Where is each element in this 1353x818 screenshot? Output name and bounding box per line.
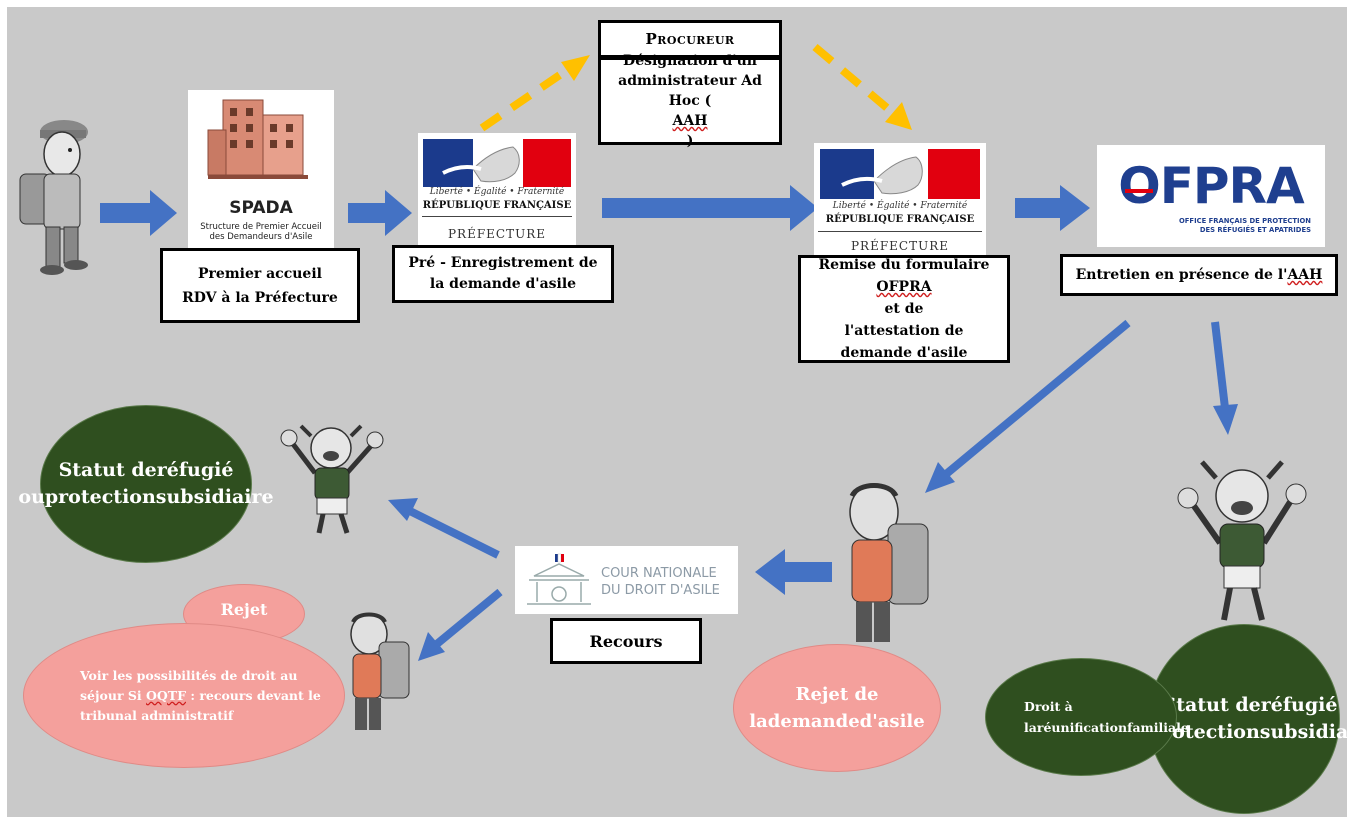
box-entretien: Entretien en présence de l'AAH: [1060, 254, 1338, 296]
procureur-title-text: Procureur: [645, 30, 735, 48]
voir-line-3-a: Si: [127, 687, 147, 703]
reunification-line-3: familiale: [1127, 720, 1189, 735]
rejet-demande-line-3: d'asile: [859, 711, 925, 732]
spada-logo: SPADA Structure de Premier Accueil des D…: [188, 90, 334, 250]
statut-right-line-4: subsidiaire: [1259, 721, 1353, 743]
prefecture-logo-1: Liberté • Égalité • Fraternité RÉPUBLIQU…: [418, 133, 576, 245]
entretien-text-b: AAH: [1287, 267, 1323, 283]
logo-divider-2: [818, 231, 982, 232]
prefecture-logo-2: Liberté • Égalité • Fraternité RÉPUBLIQU…: [814, 143, 986, 255]
cnda-logo-line-2: DU DROIT D'ASILE: [601, 583, 720, 598]
box-pre-enregistrement: Pré - Enregistrement de la demande d'asil…: [392, 245, 614, 303]
cnda-logo-line-1: COUR NATIONALE: [601, 566, 717, 581]
spada-logo-title: SPADA: [229, 198, 293, 218]
ofpra-logo: OFPRA OFFICE FRANÇAIS DE PROTECTION DES …: [1097, 145, 1325, 247]
statut-left-line-3: protection: [44, 486, 156, 508]
box-procureur-title: Procureur: [598, 20, 782, 58]
voir-line-3-b: OQTF: [146, 687, 186, 703]
voir-line-4: le tribunal administratif: [80, 687, 321, 723]
arrow-rejet-to-cnda: [755, 549, 832, 595]
ofpra-logo-wordmark: OFPRA: [1118, 157, 1305, 215]
procureur-line-3-a: Hoc (: [668, 93, 712, 109]
happy-child-illustration-right: [1177, 460, 1307, 621]
box-recours: Recours: [550, 618, 702, 664]
reunification-line-1: Droit à la: [1024, 699, 1073, 735]
box-premier-accueil-line-2: RDV à la Préfecture: [182, 289, 338, 306]
circle-rejet-demande: Rejet de lademanded'asile: [733, 644, 941, 772]
arrow-prefecture-to-ofpra: [1015, 185, 1090, 231]
circle-voir-possibilites: Voir les possibilités de droit au séjour…: [23, 623, 345, 768]
arrow-cnda-to-statut: [406, 506, 500, 559]
remise-line-3: l'attestation de: [844, 323, 964, 339]
statut-left-line-2: réfugié ou: [18, 459, 234, 508]
procureur-line-1: Désignation d'un: [623, 53, 757, 69]
statut-right-line-1: Statut de: [1162, 694, 1261, 716]
box-pre-enregistrement-line-2: la demande d'asile: [429, 276, 577, 292]
arrow-procureur-to-prefecture: [812, 43, 896, 117]
arrow-cnda-to-rejet: [429, 588, 503, 652]
ofpra-logo-red-bar: [1125, 189, 1153, 193]
box-procureur-designation: Désignation d'un administrateur Ad Hoc ( AA…: [598, 53, 782, 149]
prefecture-text-2: PRÉFECTURE: [850, 239, 950, 253]
logo-divider-1: [422, 216, 572, 217]
ofpra-logo-tagline-2: DES RÉFUGIÉS ET APATRIDES: [1199, 226, 1311, 234]
circle-reunification: Droit à laréunificationfamiliale: [985, 658, 1189, 776]
spada-logo-subtitle: Structure de Premier Accueil des Demande…: [200, 222, 322, 242]
box-pre-enregistrement-line-1: Pré - Enregistrement de: [408, 255, 598, 271]
procureur-line-3-b: AAH: [672, 113, 708, 129]
recours-text: Recours: [589, 631, 663, 651]
arrow-ofpra-to-statut: [1211, 321, 1229, 409]
rejet-demande-line-2: demande: [767, 711, 860, 732]
happy-child-illustration-left: [280, 424, 384, 534]
entretien-text-a: Entretien en présence de l': [1075, 267, 1288, 283]
arrow-prefecture-to-prefecture: [602, 185, 818, 231]
cnda-building-icon: [527, 553, 591, 605]
motto-text-2: Liberté • Égalité • Fraternité: [832, 201, 968, 211]
remise-line-4: demande d'asile: [840, 345, 968, 361]
voir-line-2: droit au séjour: [80, 667, 298, 703]
voir-line-1: Voir les possibilités de: [80, 667, 238, 683]
reunification-line-2: réunification: [1036, 720, 1128, 735]
voir-line-3-c: : recours devant: [186, 687, 304, 703]
marianne-logo-icon: [423, 139, 571, 187]
arrow-prefecture-to-procureur: [479, 64, 573, 132]
walking-person-illustration: [19, 120, 88, 275]
republic-text-1: RÉPUBLIQUE FRANÇAISE: [422, 200, 572, 211]
spada-building-icon: [207, 99, 308, 179]
box-premier-accueil-line-1: Premier accueil: [198, 265, 322, 282]
marianne-logo-icon: [820, 149, 980, 199]
statut-left-line-4: subsidiaire: [155, 486, 274, 508]
remise-line-1: Remise du formulaire: [818, 257, 990, 273]
statut-right-line-3: protection: [1148, 721, 1260, 743]
procureur-line-3-c: ): [686, 133, 694, 149]
circle-statut-left: Statut deréfugié ouprotectionsubsidiaire: [18, 405, 274, 563]
rejet-demande-line-1: Rejet de la: [749, 684, 879, 732]
sad-child-illustration-right: [849, 483, 929, 642]
sad-child-illustration-left: [350, 612, 410, 730]
arrow-start-to-spada: [100, 190, 177, 236]
arrow-spada-to-prefecture: [348, 190, 412, 236]
prefecture-text-1: PRÉFECTURE: [447, 227, 547, 241]
remise-line-2-b: et de: [884, 301, 924, 317]
arrow-ofpra-to-rejet: [942, 319, 1131, 479]
remise-line-2-a: OFPRA: [876, 279, 932, 295]
cnda-logo: COUR NATIONALE DU DROIT D'ASILE: [515, 546, 738, 614]
rejet-small-text: Rejet: [220, 599, 268, 619]
republic-text-2: RÉPUBLIQUE FRANÇAISE: [825, 214, 975, 225]
ofpra-logo-tagline-1: OFFICE FRANÇAIS DE PROTECTION: [1179, 217, 1311, 225]
circle-statut-right: Statut deréfugié ouprotectionsubsidiaire: [1122, 624, 1353, 814]
motto-text-1: Liberté • Égalité • Fraternité: [429, 187, 565, 197]
procureur-line-2: administrateur Ad: [618, 73, 762, 89]
statut-left-line-1: Statut de: [58, 459, 157, 481]
